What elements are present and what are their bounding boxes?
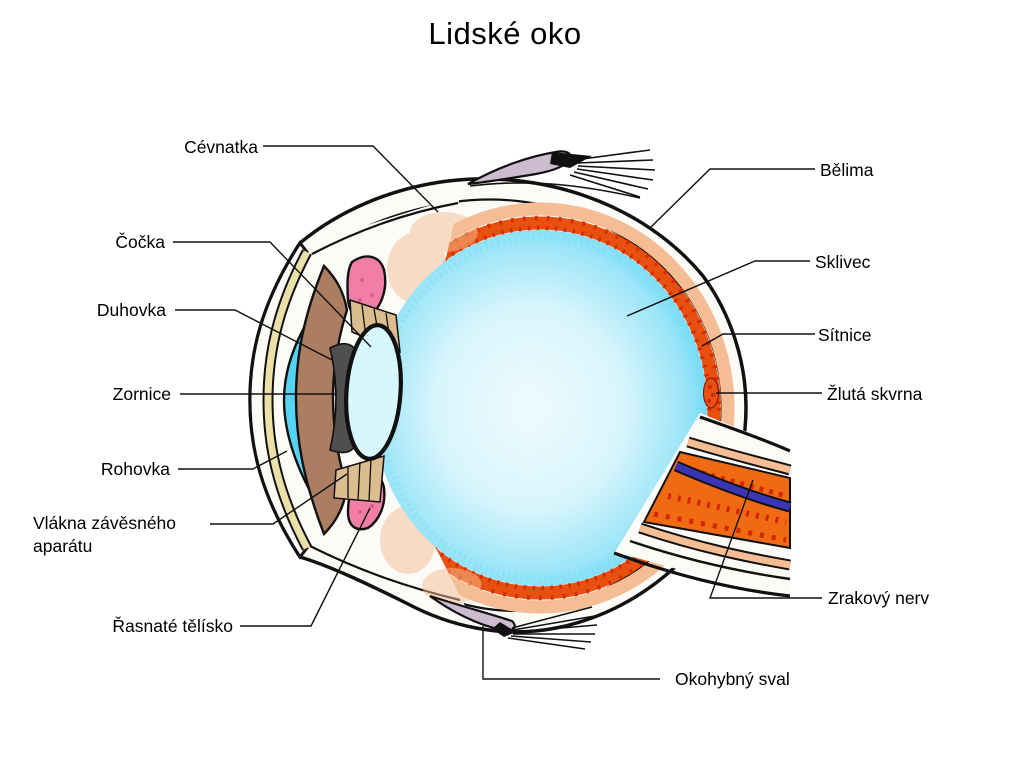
label-rasnate: Řasnaté tělísko	[112, 616, 233, 636]
label-zornice: Zornice	[112, 384, 171, 404]
label-sitnice: Sítnice	[818, 325, 872, 345]
label-sklivec: Sklivec	[815, 252, 871, 272]
nerve-bottom-outline	[613, 551, 791, 598]
tendon-hub-top	[550, 152, 592, 168]
tendon-fan-top	[469, 149, 656, 199]
nerve-top-outline	[699, 415, 791, 453]
leader-duhovka	[175, 309, 333, 361]
nerve-central-vessel	[674, 462, 791, 511]
nerve-bottom-inline	[629, 539, 791, 581]
leader-okohybny	[482, 626, 660, 680]
label-vlakna: Vlákna závěsného aparátu	[33, 513, 177, 556]
diagram-title: Lidské oko	[428, 16, 582, 51]
leader-sitnice	[701, 333, 815, 347]
nerve-core	[642, 450, 791, 550]
label-duhovka: Duhovka	[96, 300, 166, 320]
anterior-segment	[248, 240, 403, 560]
label-zluta: Žlutá skvrna	[827, 384, 923, 404]
cornea-band	[264, 250, 311, 550]
junction-line-top	[311, 201, 459, 255]
leader-zrakovy	[708, 479, 822, 599]
vitreous-body	[373, 230, 707, 586]
leader-rasnate	[240, 507, 371, 627]
leader-rohovka	[178, 450, 288, 470]
muscle-superior	[467, 149, 656, 199]
lens	[344, 323, 403, 461]
macula	[703, 377, 719, 409]
label-cevnatka: Cévnatka	[184, 137, 258, 157]
leader-cevnatka	[263, 145, 439, 213]
label-rohovka: Rohovka	[100, 459, 170, 479]
nerve-choroid-top	[687, 438, 791, 474]
leader-belima	[650, 168, 815, 228]
leader-vlakna	[210, 473, 348, 525]
leader-lines	[173, 145, 822, 680]
optic-nerve	[613, 413, 792, 600]
nerve-choroid-bottom	[638, 524, 791, 569]
tendon-hub-bottom	[492, 622, 516, 637]
tendon-fan-bottom	[507, 606, 598, 650]
nerve-speckle-2	[667, 493, 787, 525]
label-zrakovy: Zrakový nerv	[828, 588, 930, 608]
leader-sklivec	[626, 260, 810, 317]
label-okohybny: Okohybný sval	[675, 669, 790, 689]
nerve-speckle-1	[691, 467, 787, 499]
muscle-inferior	[429, 594, 598, 650]
label-belima: Bělima	[820, 160, 874, 180]
retina-speckle-ring2	[358, 215, 722, 601]
label-cocka: Čočka	[115, 232, 165, 252]
leader-cocka	[173, 241, 372, 348]
